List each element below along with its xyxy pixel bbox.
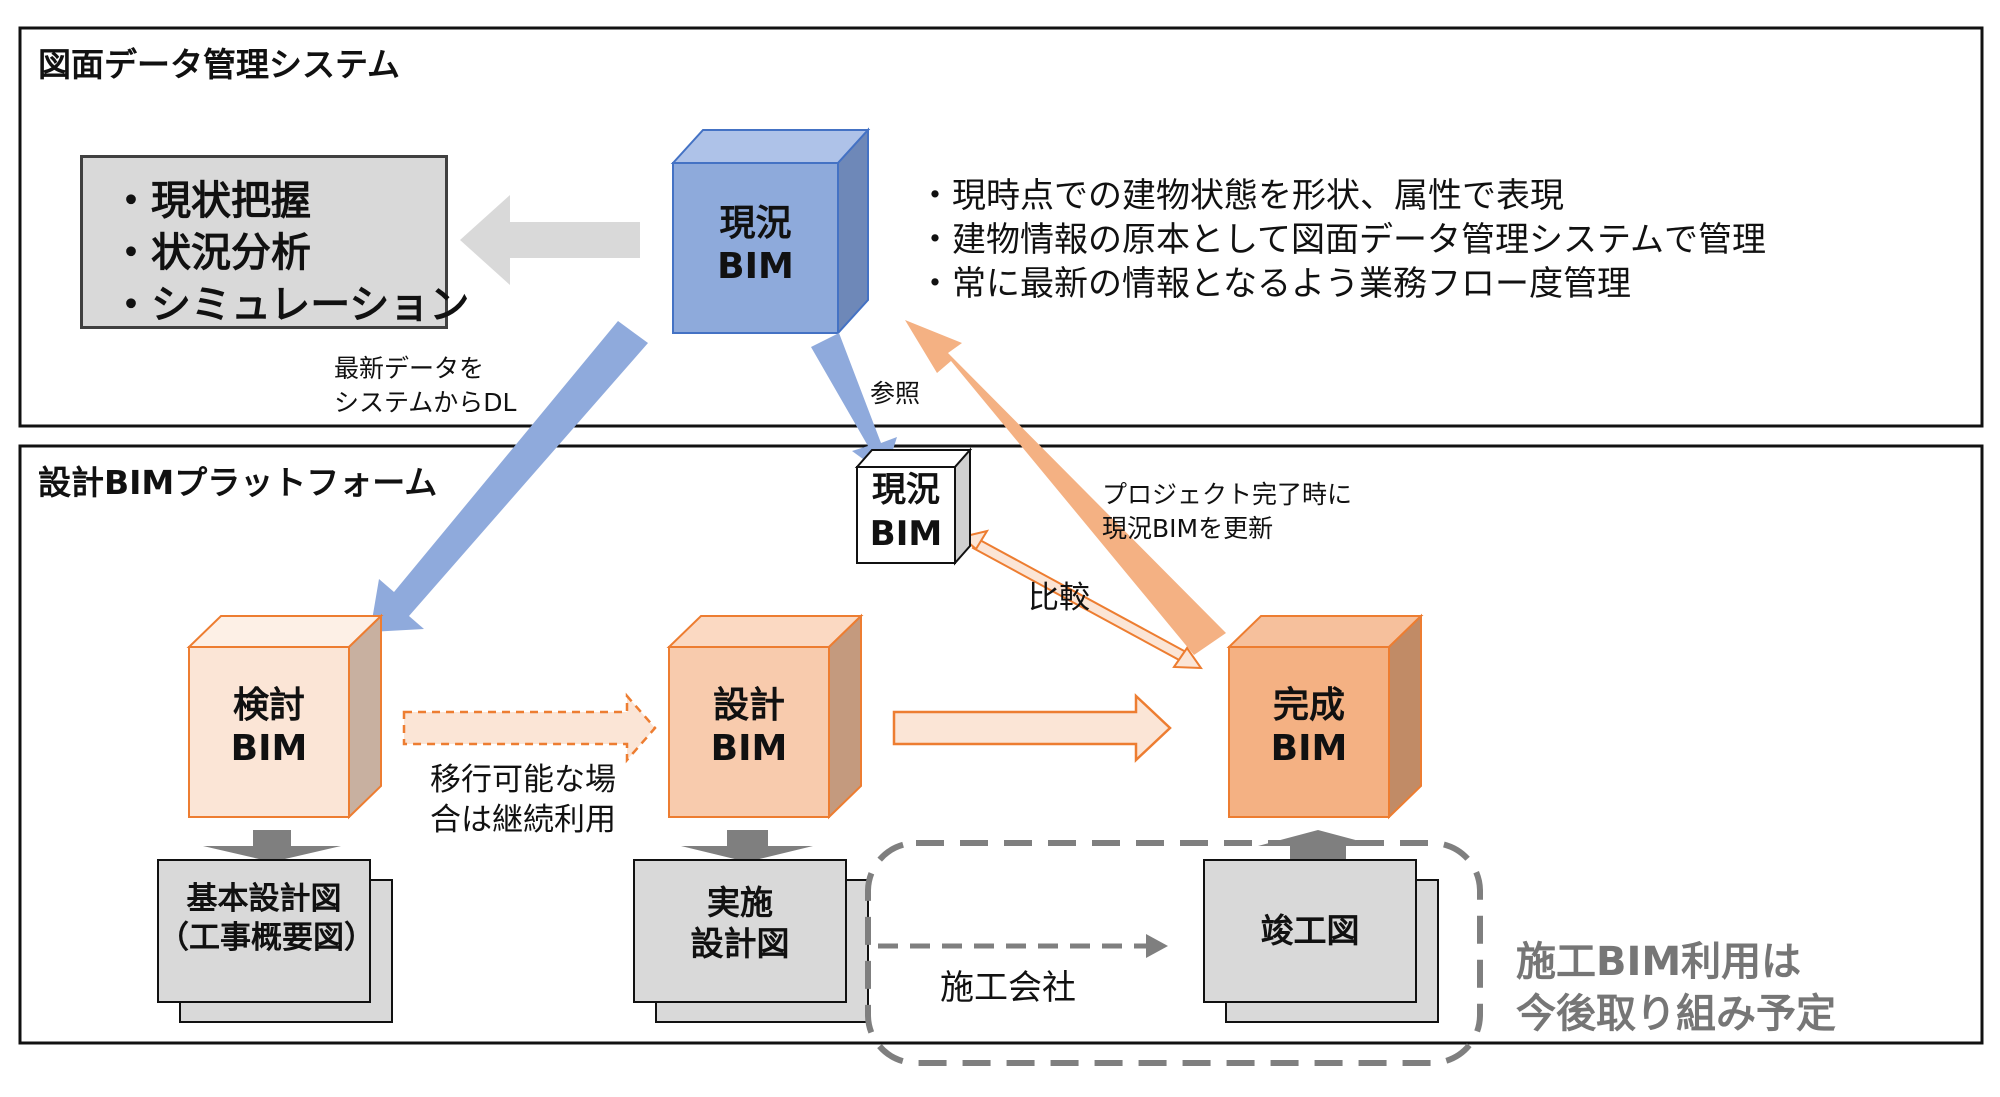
- update-label-line: プロジェクト完了時に: [1102, 480, 1353, 509]
- analysis-item: ・状況分析: [111, 230, 311, 276]
- download-label-line: システムからDL: [334, 387, 517, 417]
- cube-label-line: BIM: [710, 728, 788, 770]
- doc-label-line: 実施: [707, 883, 773, 922]
- future-note-line: 施工BIM利用は: [1516, 939, 1802, 985]
- cube-label-line: 完成: [1272, 685, 1345, 726]
- reference-label: 参照: [870, 379, 921, 408]
- analysis-arrow: [460, 195, 640, 285]
- migration-label-line: 合は継続利用: [430, 802, 616, 839]
- basic-design-doc: [157, 859, 393, 1023]
- completion-arrow: [892, 693, 1172, 763]
- top-panel-title: 図面データ管理システム: [38, 45, 401, 84]
- compare-label: 比較: [1028, 580, 1090, 616]
- cube-label-line: 検討: [232, 685, 305, 726]
- analysis-item: ・シミュレーション: [111, 282, 470, 328]
- complete-bim-label: 完成 BIM: [1229, 684, 1389, 770]
- current-bim-small-label: 現況 BIM: [857, 468, 955, 556]
- doc-label-line: 基本設計図: [186, 881, 342, 917]
- cube-label-line: 現況: [872, 470, 940, 510]
- bottom-panel-title: 設計BIMプラットフォーム: [38, 463, 438, 502]
- cube-label-line: BIM: [230, 728, 308, 770]
- reference-arrow: [811, 333, 897, 475]
- output-arrow-basic: [203, 830, 341, 862]
- description-line: ・現時点での建物状態を形状、属性で表現: [918, 176, 1564, 216]
- migration-label: 移行可能な場 合は継続利用: [430, 760, 616, 841]
- study-bim-label: 検討 BIM: [189, 684, 349, 770]
- update-arrow: [905, 320, 1226, 655]
- feedback-arrow-asbuilt: [1258, 830, 1378, 866]
- current-bim-cube-top: [670, 127, 871, 336]
- migration-arrow: [402, 692, 657, 764]
- future-note: 施工BIM利用は 今後取り組み予定: [1516, 936, 1836, 1040]
- detail-design-doc: [633, 859, 869, 1023]
- migration-label-line: 移行可能な場: [430, 762, 616, 798]
- doc-label-line: （工事概要図）: [158, 919, 375, 956]
- analysis-box: ・現状把握 ・状況分析 ・シミュレーション: [80, 155, 469, 329]
- update-label-line: 現況BIMを更新: [1102, 513, 1274, 543]
- cube-label-line: BIM: [869, 514, 943, 555]
- current-bim-cube-small: [854, 447, 973, 566]
- cube-label-line: 設計: [712, 685, 785, 726]
- doc-label-line: 竣工図: [1260, 911, 1360, 950]
- cube-label-line: BIM: [717, 246, 794, 288]
- description-line: ・建物情報の原本として図面データ管理システムで管理: [918, 220, 1766, 260]
- download-label: 最新データを システムからDL: [334, 352, 516, 420]
- contractor-label: 施工会社: [940, 968, 1076, 1008]
- cube-label-line: 現況: [719, 203, 792, 244]
- description-line: ・常に最新の情報となるよう業務フロー度管理: [918, 264, 1631, 304]
- study-bim-cube: [186, 613, 384, 820]
- design-bim-label: 設計 BIM: [669, 684, 829, 770]
- download-label-line: 最新データを: [334, 354, 485, 383]
- download-arrow: [370, 321, 648, 632]
- complete-bim-cube: [1226, 613, 1424, 820]
- cube-label-line: BIM: [1270, 728, 1348, 770]
- future-note-line: 今後取り組み予定: [1516, 991, 1836, 1037]
- doc-label-line: 設計図: [690, 924, 790, 964]
- contractor-flow-head: [1146, 934, 1168, 958]
- current-bim-top-label: 現況 BIM: [673, 202, 838, 288]
- design-bim-cube: [666, 613, 864, 820]
- output-arrow-detail: [681, 830, 813, 862]
- asbuilt-doc-label: 竣工図: [1204, 910, 1416, 951]
- detail-design-doc-label: 実施 設計図: [634, 882, 846, 965]
- analysis-item: ・現状把握: [111, 178, 311, 224]
- basic-design-doc-label: 基本設計図 （工事概要図）: [158, 880, 375, 958]
- asbuilt-doc: [1203, 859, 1439, 1023]
- update-label: プロジェクト完了時に 現況BIMを更新: [1102, 478, 1352, 546]
